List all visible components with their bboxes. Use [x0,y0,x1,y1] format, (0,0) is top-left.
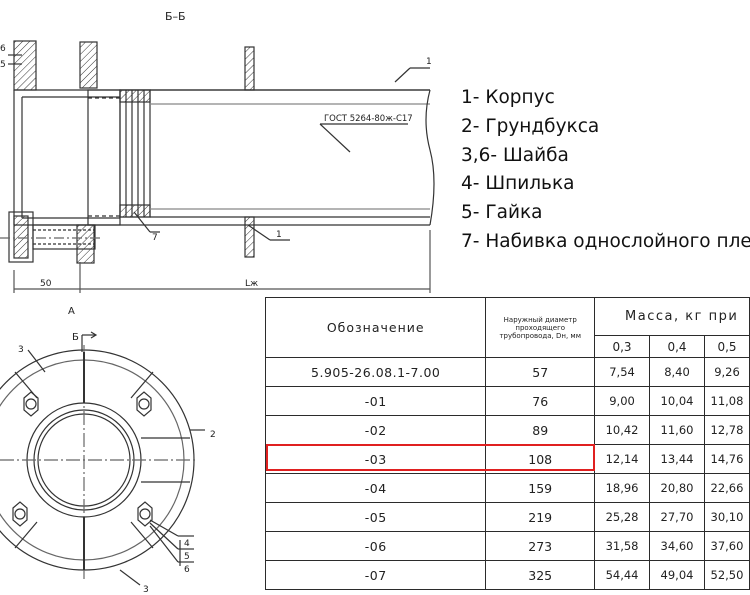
break-line [425,89,435,226]
callout-7: 7 [152,233,158,243]
table-row: -01 76 9,00 10,04 11,08 [264,386,750,416]
gland-top-hatch [79,41,98,89]
callout-1-top: 1 [426,57,432,67]
legend-item-7: 7- Набивка однослойного пле [461,230,750,252]
table-row: -02 89 10,42 11,60 12,78 [264,415,750,445]
callout-1-bottom: 1 [276,230,282,240]
stud [32,224,96,250]
table-row: -04 159 18,96 20,80 22,66 [264,473,750,503]
section-view: Б–Б 6 5 [0,10,435,293]
gland-sleeve [87,89,121,226]
callout-6: 6 [0,44,6,54]
bolt-top-left [23,391,39,417]
legend-item-3-6: 3,6- Шайба [461,144,569,166]
callout-3-top: 3 [18,345,24,355]
table-row: -06 273 31,58 34,60 37,60 [264,531,750,561]
header-diameter: Наружный диаметр проходящего трубопровод… [485,297,596,358]
callout-3-bottom: 3 [143,585,149,595]
callout-5b: 5 [184,552,190,562]
dim-50: 50 [40,279,52,289]
callout-6b: 6 [184,565,190,575]
table-row: -05 219 25,28 27,70 30,10 [264,502,750,532]
header-mass: Масса, кг при [594,297,750,336]
wall-plate-top [244,46,255,91]
row-highlight-box [266,444,595,471]
header-pressure-1: 0,4 [649,335,705,358]
callout-2: 2 [210,430,216,440]
gost-label: ГОСТ 5264-80ж-С17 [324,114,413,124]
packing-rings [119,89,151,218]
parts-legend: 1- Корпус 2- Грундбукса 3,6- Шайба 4- Шп… [461,84,750,257]
cut-mark-label: Б [72,332,79,343]
wall-plate-bottom [244,216,255,258]
view-label: А [68,306,75,317]
flange-top-hatch [13,40,37,91]
table-row: -07 325 54,44 49,04 52,50 [264,560,750,590]
bolt-bottom-left [12,501,28,527]
legend-item-5: 5- Гайка [461,202,543,224]
legend-item-2: 2- Грундбукса [461,115,600,137]
legend-item-4: 4- Шпилька [461,173,575,195]
bolt-top-right [136,391,152,417]
header-pressure-0: 0,3 [594,335,651,358]
specification-table: Обозначение Наружный диаметр проходящего… [264,297,750,590]
dim-l: Lж [245,279,258,289]
section-label: Б–Б [165,10,186,23]
callout-5: 5 [0,60,6,70]
front-view: А Б [0,306,216,595]
bolt-bottom-right [137,501,153,527]
table-row: 5.905-26.08.1-7.00 57 7,54 8,40 9,26 [264,357,750,387]
legend-item-1: 1- Корпус [461,87,555,108]
callout-4: 4 [184,539,190,549]
header-designation: Обозначение [264,297,487,358]
header-pressure-2: 0,5 [703,335,750,358]
weld-leader [319,123,351,153]
